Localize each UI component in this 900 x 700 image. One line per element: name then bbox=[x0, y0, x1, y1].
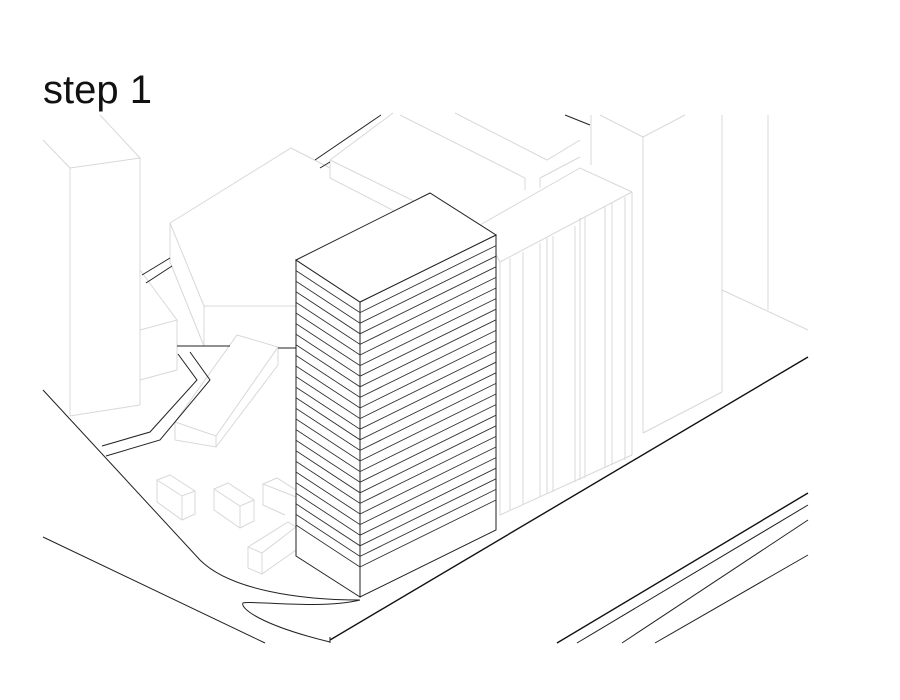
context-ribbed-building bbox=[479, 167, 633, 516]
context-low-bar bbox=[174, 334, 279, 448]
site-lines bbox=[42, 114, 809, 644]
tower-roof bbox=[294, 192, 498, 303]
context-buildings bbox=[42, 112, 809, 575]
context-right-tower bbox=[590, 114, 809, 434]
context-left-tower bbox=[42, 114, 178, 417]
context-small-blocks bbox=[155, 474, 297, 575]
step-title: step 1 bbox=[43, 68, 152, 112]
tower-floor-lines bbox=[295, 245, 497, 568]
context-mid-block bbox=[169, 147, 331, 347]
highlighted-tower bbox=[294, 192, 498, 598]
